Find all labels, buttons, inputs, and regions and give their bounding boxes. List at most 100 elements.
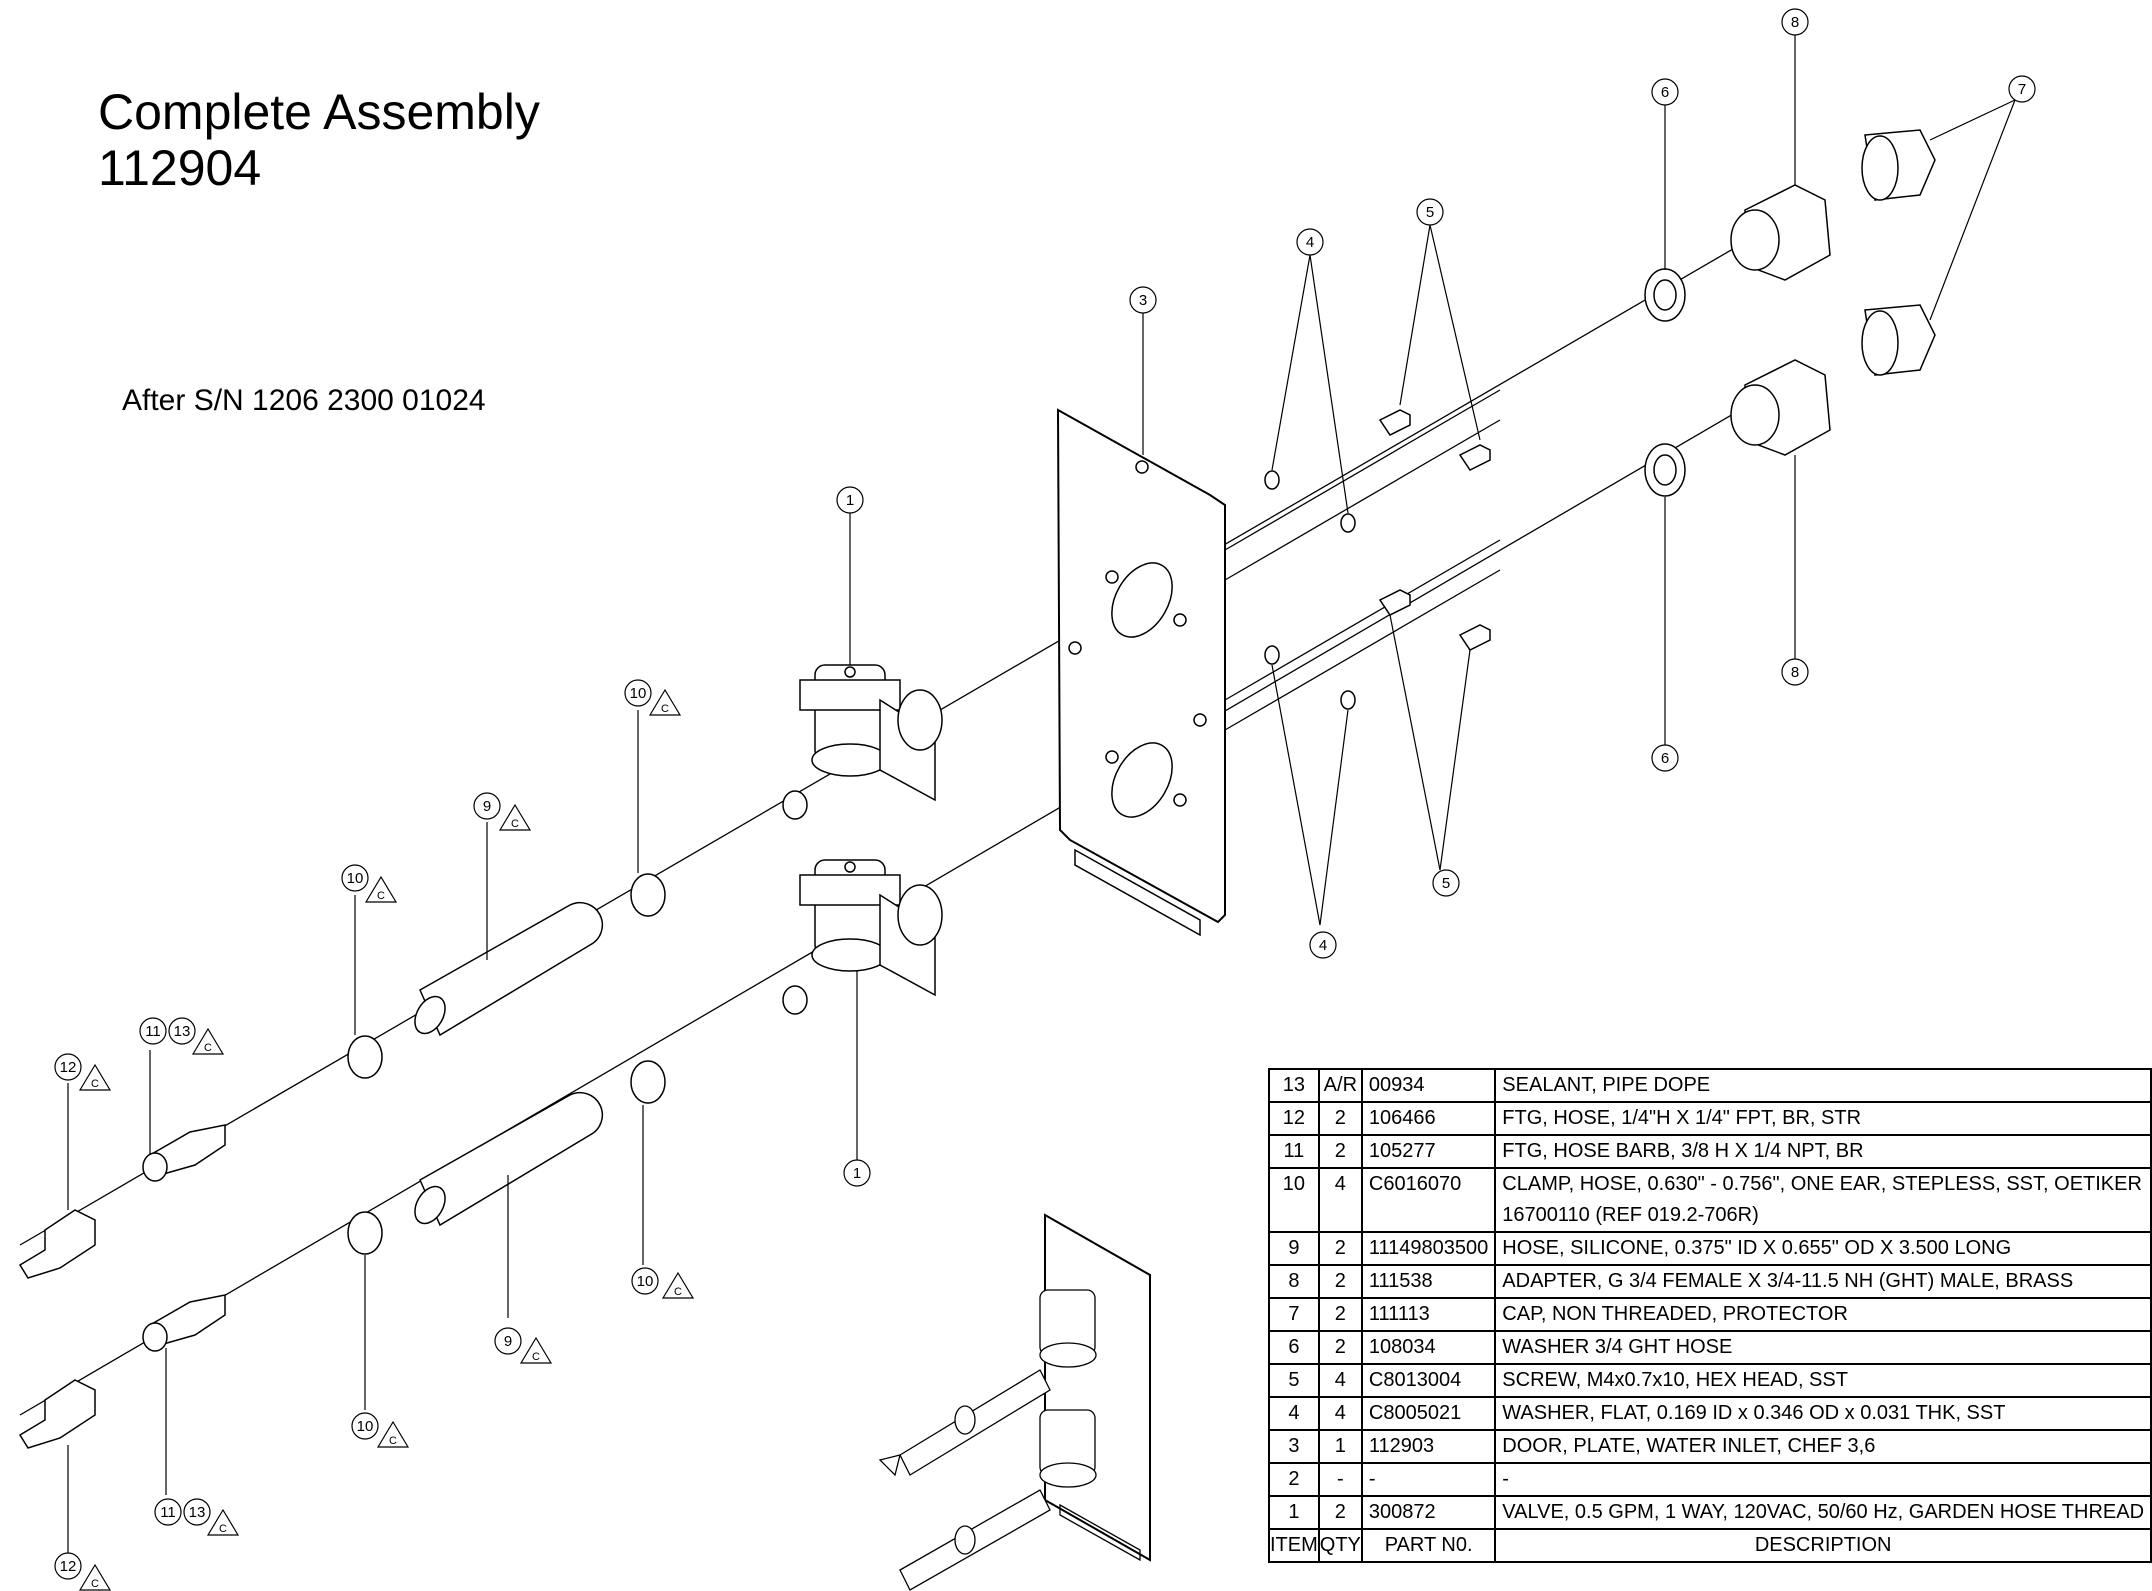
balloon-8-lower: 8 — [1781, 658, 1809, 686]
svg-text:1: 1 — [846, 492, 854, 509]
balloon-10-c: 10 — [631, 1267, 659, 1295]
svg-text:6: 6 — [1661, 84, 1669, 101]
bom-item: 7 — [1268, 1297, 1320, 1332]
bom-header-qty: QTY — [1317, 1528, 1363, 1563]
svg-text:C: C — [219, 1523, 227, 1535]
bom-qty: - — [1317, 1462, 1363, 1497]
balloon-5-upper: 5 — [1416, 198, 1444, 226]
bom-qty: 2 — [1317, 1134, 1363, 1169]
solenoid-valve-upper — [782, 664, 943, 820]
balloon-6-upper: 6 — [1651, 78, 1679, 106]
bom-qty: 2 — [1317, 1101, 1363, 1136]
svg-text:11: 11 — [145, 1023, 161, 1040]
bom-row: 1 2 300872 VALVE, 0.5 GPM, 1 WAY, 120VAC… — [1268, 1495, 2152, 1530]
bom-description: ADAPTER, G 3/4 FEMALE X 3/4-11.5 NH (GHT… — [1494, 1264, 2152, 1299]
balloon-13-upper: 13 — [168, 1017, 196, 1045]
svg-text:8: 8 — [1791, 664, 1799, 681]
svg-text:9: 9 — [504, 1333, 512, 1350]
bom-part: 11149803500 — [1360, 1231, 1497, 1266]
svg-text:C: C — [674, 1286, 682, 1298]
assembled-isometric-view — [878, 1213, 1151, 1591]
svg-text:7: 7 — [2018, 81, 2026, 98]
bill-of-materials-table: 13 A/R 00934 SEALANT, PIPE DOPE 12 2 106… — [1268, 1068, 2152, 1563]
svg-text:8: 8 — [1791, 14, 1799, 31]
balloon-3: 3 — [1129, 286, 1157, 314]
svg-text:C: C — [389, 1435, 397, 1447]
bom-part: 112903 — [1360, 1429, 1497, 1464]
bom-qty: 1 — [1317, 1429, 1363, 1464]
axis-lines — [19, 209, 1801, 1416]
balloon-10-a: 10 — [624, 679, 652, 707]
bom-description: FTG, HOSE, 1/4"H X 1/4" FPT, BR, STR — [1494, 1101, 2152, 1136]
leader-lines — [67, 35, 2016, 1577]
bom-part: C8005021 — [1360, 1396, 1497, 1431]
bom-description: CLAMP, HOSE, 0.630" - 0.756", ONE EAR, S… — [1494, 1167, 2152, 1233]
balloon-4-lower: 4 — [1309, 931, 1337, 959]
svg-text:4: 4 — [1306, 234, 1314, 251]
bom-qty: 2 — [1317, 1231, 1363, 1266]
bom-description: DOOR, PLATE, WATER INLET, CHEF 3,6 — [1494, 1429, 2152, 1464]
balloon-5-lower: 5 — [1432, 869, 1460, 897]
screws-and-washers — [1264, 409, 1491, 710]
exploded-view-drawing: 1 1 3 4 4 5 5 6 6 7 8 8 9 9 10 10 10 10 … — [18, 8, 2036, 1591]
bom-item: 4 — [1268, 1396, 1320, 1431]
bom-qty: 2 — [1317, 1297, 1363, 1332]
bom-item: 1 — [1268, 1495, 1320, 1530]
balloon-11-lower: 11 — [154, 1498, 182, 1526]
bom-row: 12 2 106466 FTG, HOSE, 1/4"H X 1/4" FPT,… — [1268, 1101, 2152, 1136]
bom-description: VALVE, 0.5 GPM, 1 WAY, 120VAC, 50/60 Hz,… — [1494, 1495, 2152, 1530]
svg-text:10: 10 — [637, 1273, 654, 1290]
balloon-6-lower: 6 — [1651, 744, 1679, 772]
svg-text:12: 12 — [60, 1059, 77, 1076]
svg-text:C: C — [204, 1042, 212, 1054]
svg-text:C: C — [661, 703, 669, 715]
bom-row: 7 2 111113 CAP, NON THREADED, PROTECTOR — [1268, 1297, 2152, 1332]
silicone-hose-upper — [414, 901, 604, 1037]
bom-item: 12 — [1268, 1101, 1320, 1136]
bom-part: C8013004 — [1360, 1363, 1497, 1398]
bom-part: 108034 — [1360, 1330, 1497, 1365]
balloon-11-upper: 11 — [139, 1017, 167, 1045]
balloon-8-upper: 8 — [1781, 8, 1809, 36]
svg-text:C: C — [511, 818, 519, 830]
balloon-10-b: 10 — [341, 864, 369, 892]
bom-item: 2 — [1268, 1462, 1320, 1497]
svg-text:C: C — [91, 1078, 99, 1090]
bom-description: - — [1494, 1462, 2152, 1497]
bom-part: 300872 — [1360, 1495, 1497, 1530]
bom-description: CAP, NON THREADED, PROTECTOR — [1494, 1297, 2152, 1332]
bom-row: 3 1 112903 DOOR, PLATE, WATER INLET, CHE… — [1268, 1429, 2152, 1464]
balloon-12-lower: 12 — [54, 1552, 82, 1580]
bom-item: 10 — [1268, 1167, 1320, 1233]
svg-text:13: 13 — [189, 1504, 206, 1521]
bom-description: HOSE, SILICONE, 0.375" ID X 0.655" OD X … — [1494, 1231, 2152, 1266]
svg-text:11: 11 — [160, 1504, 176, 1521]
bom-description: SEALANT, PIPE DOPE — [1494, 1068, 2152, 1103]
bom-part: 105277 — [1360, 1134, 1497, 1169]
item-balloons: 1 1 3 4 4 5 5 6 6 7 8 8 9 9 10 10 10 10 … — [54, 8, 2036, 1580]
bom-header-part: PART N0. — [1360, 1528, 1497, 1563]
svg-text:C: C — [91, 1578, 99, 1590]
hose-barb-fittings — [142, 1124, 226, 1352]
bom-description: FTG, HOSE BARB, 3/8 H X 1/4 NPT, BR — [1494, 1134, 2152, 1169]
serial-note: After S/N 1206 2300 01024 — [122, 384, 486, 417]
assembly-title-line1: Complete Assembly — [98, 84, 540, 140]
balloon-12-upper: 12 — [54, 1053, 82, 1081]
balloon-4-upper: 4 — [1296, 228, 1324, 256]
bom-qty: 4 — [1317, 1396, 1363, 1431]
revision-marks: C C C C C C C C C C — [78, 688, 695, 1591]
bom-qty: A/R — [1317, 1068, 1363, 1103]
hose-clamps — [347, 873, 666, 1255]
svg-text:C: C — [377, 890, 385, 902]
bom-header-item: ITEM — [1268, 1528, 1320, 1563]
bom-item: 8 — [1268, 1264, 1320, 1299]
svg-text:10: 10 — [357, 1418, 374, 1435]
bom-item: 3 — [1268, 1429, 1320, 1464]
bom-item: 9 — [1268, 1231, 1320, 1266]
bom-part: 00934 — [1360, 1068, 1497, 1103]
svg-text:12: 12 — [60, 1558, 77, 1575]
solenoid-valve-lower — [782, 859, 943, 1015]
svg-text:9: 9 — [483, 798, 491, 815]
bom-header-description: DESCRIPTION — [1494, 1528, 2152, 1563]
svg-text:6: 6 — [1661, 750, 1669, 767]
